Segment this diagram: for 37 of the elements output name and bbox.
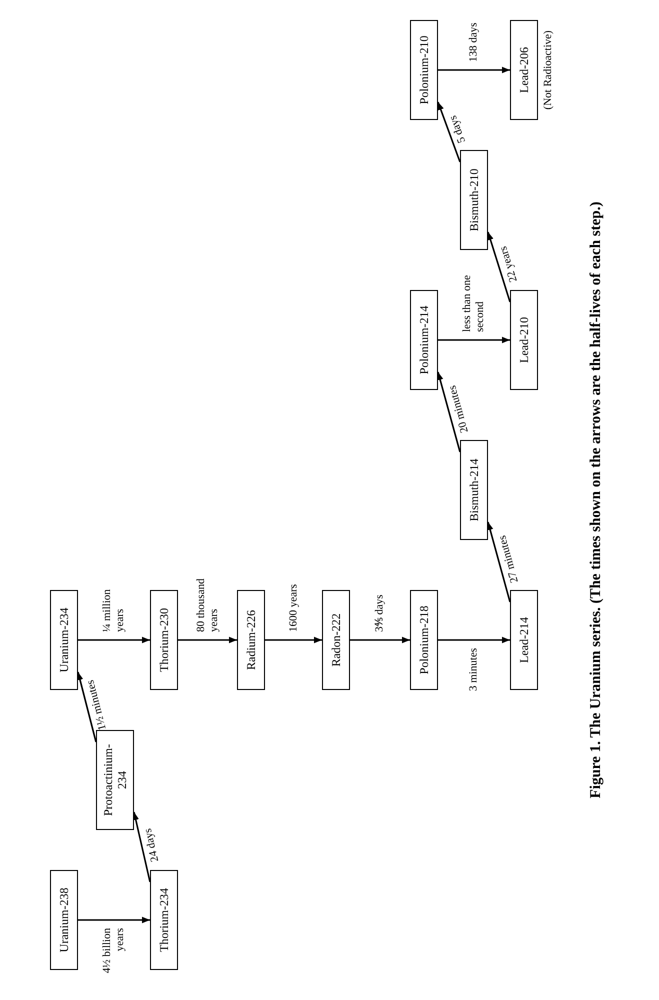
isotope-box: Radium-226 (237, 590, 265, 690)
isotope-box: Bismuth-214 (460, 440, 488, 540)
edge-label: 5 days (447, 112, 470, 144)
edge-label: 20 minutes (446, 384, 472, 434)
edge-label: 24 days (142, 826, 162, 863)
arrow (178, 636, 237, 644)
arrow (487, 522, 511, 602)
isotope-box: Thorium-234 (150, 870, 178, 970)
isotope-box: Uranium-238 (50, 870, 78, 970)
arrow (350, 636, 410, 644)
isotope-box: Uranium-234 (50, 590, 78, 690)
arrow (76, 672, 97, 742)
arrow (438, 636, 510, 644)
arrow (132, 812, 151, 882)
isotope-box: Polonium-214 (410, 290, 438, 390)
arrow (438, 66, 510, 74)
isotope-box: Polonium-210 (410, 20, 438, 120)
isotope-box: Protoactinium- 234 (96, 730, 134, 830)
edge-label: 1½ minutes (84, 678, 110, 731)
arrow (437, 372, 461, 452)
edge-label: 22 years (496, 244, 520, 284)
arrow (487, 232, 511, 302)
isotope-box: Thorium-230 (150, 590, 178, 690)
isotope-box: Lead-214 (510, 590, 538, 690)
isotope-box: Radon-222 (322, 590, 350, 690)
isotope-box: Lead-206 (510, 20, 538, 120)
arrow (78, 636, 150, 644)
node-note: (Not Radioactive) (542, 29, 555, 112)
isotope-box: Lead-210 (510, 290, 538, 390)
edge-label: 27 minutes (496, 534, 522, 584)
arrow (437, 102, 461, 162)
arrow (78, 916, 150, 924)
isotope-box: Polonium-218 (410, 590, 438, 690)
figure-caption: Figure 1. The Uranium series. (The times shown on the arrows are the half-lives of each step.) (587, 200, 605, 800)
arrow (438, 336, 510, 344)
isotope-box: Bismuth-210 (460, 150, 488, 250)
arrow (265, 636, 322, 644)
